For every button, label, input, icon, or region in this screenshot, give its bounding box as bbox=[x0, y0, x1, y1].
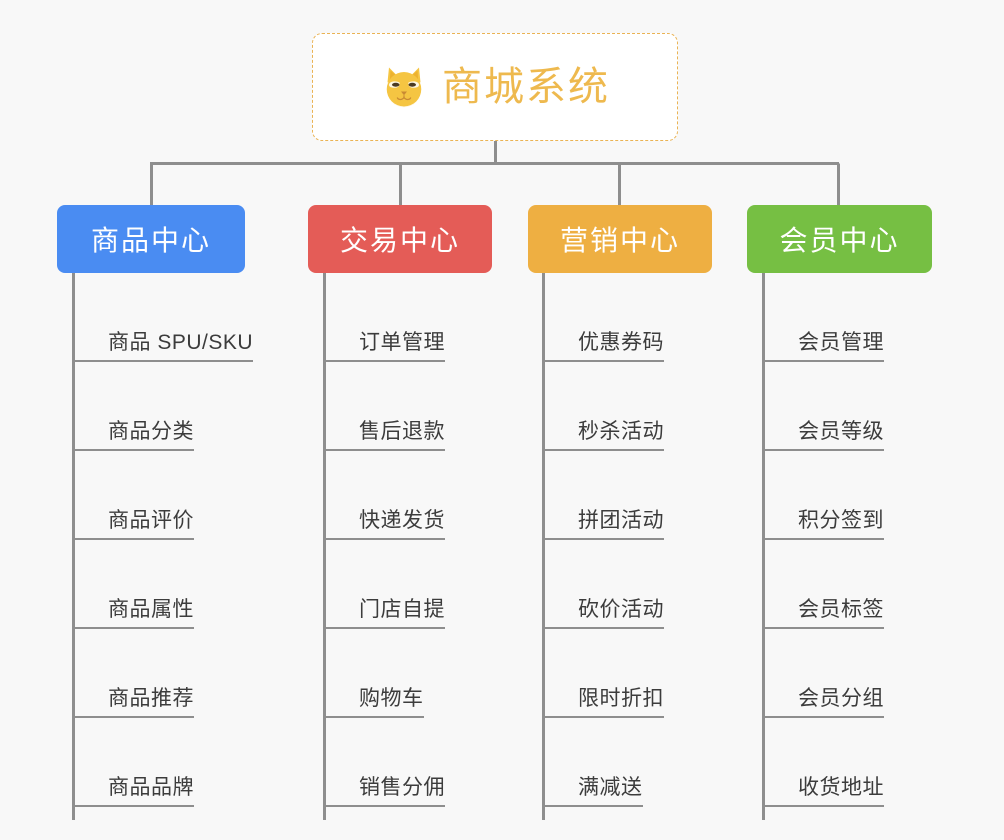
leaf-label: 优惠券码 bbox=[542, 331, 664, 362]
leaf-label: 会员管理 bbox=[762, 331, 884, 362]
leaf-item[interactable]: 优惠券码 bbox=[542, 273, 742, 362]
leaf-item[interactable]: 满减送 bbox=[542, 718, 742, 807]
trunk-line-1 bbox=[323, 273, 326, 820]
leaf-item[interactable]: 积分签到 bbox=[762, 451, 962, 540]
leaf-label: 限时折扣 bbox=[542, 687, 664, 718]
leaf-item[interactable]: 会员分组 bbox=[762, 629, 962, 718]
leaf-label: 会员等级 bbox=[762, 420, 884, 451]
leaf-label: 售后退款 bbox=[323, 420, 445, 451]
category-label-0: 商品中心 bbox=[90, 225, 211, 256]
shiba-dog-face-icon bbox=[386, 67, 422, 108]
leaf-item[interactable]: 商品分类 bbox=[72, 362, 272, 451]
leaf-label: 商品属性 bbox=[72, 598, 194, 629]
leaf-item[interactable]: 会员管理 bbox=[762, 273, 962, 362]
leaf-item[interactable]: 快递发货 bbox=[323, 451, 523, 540]
leaf-label: 商品 SPU/SKU bbox=[72, 331, 254, 362]
leaf-item[interactable]: 商品属性 bbox=[72, 540, 272, 629]
leaf-item[interactable]: 会员标签 bbox=[762, 540, 962, 629]
leaf-label: 快递发货 bbox=[323, 509, 445, 540]
category-box-0[interactable]: 商品中心 bbox=[57, 205, 245, 273]
category-label-3: 会员中心 bbox=[779, 225, 900, 256]
leaf-item[interactable]: 会员等级 bbox=[762, 362, 962, 451]
leaf-label: 订单管理 bbox=[323, 331, 445, 362]
leaf-column-3: 会员管理 会员等级 积分签到 会员标签 会员分组 收货地址 bbox=[762, 273, 962, 820]
leaf-item[interactable]: 购物车 bbox=[323, 629, 523, 718]
trunk-line-3 bbox=[762, 273, 765, 820]
leaf-label: 满减送 bbox=[542, 776, 643, 807]
leaf-item[interactable]: 门店自提 bbox=[323, 540, 523, 629]
category-box-3[interactable]: 会员中心 bbox=[747, 205, 932, 273]
leaf-item[interactable]: 商品评价 bbox=[72, 451, 272, 540]
leaf-label: 砍价活动 bbox=[542, 598, 664, 629]
leaf-column-2: 优惠券码 秒杀活动 拼团活动 砍价活动 限时折扣 满减送 bbox=[542, 273, 742, 820]
trunk-line-0 bbox=[72, 273, 75, 820]
leaf-item[interactable]: 售后退款 bbox=[323, 362, 523, 451]
leaf-item[interactable]: 商品品牌 bbox=[72, 718, 272, 807]
category-box-2[interactable]: 营销中心 bbox=[528, 205, 712, 273]
leaf-item[interactable]: 销售分佣 bbox=[323, 718, 523, 807]
leaf-label: 商品分类 bbox=[72, 420, 194, 451]
leaf-label: 商品推荐 bbox=[72, 687, 194, 718]
category-label-1: 交易中心 bbox=[339, 225, 460, 256]
leaf-label: 会员标签 bbox=[762, 598, 884, 629]
category-box-1[interactable]: 交易中心 bbox=[308, 205, 492, 273]
leaf-label: 秒杀活动 bbox=[542, 420, 664, 451]
leaf-label: 会员分组 bbox=[762, 687, 884, 718]
leaf-item[interactable]: 商品 SPU/SKU bbox=[72, 273, 272, 362]
leaf-item[interactable]: 秒杀活动 bbox=[542, 362, 742, 451]
category-label-2: 营销中心 bbox=[559, 225, 680, 256]
root-node[interactable]: 商城系统 bbox=[312, 33, 678, 141]
leaf-label: 商品评价 bbox=[72, 509, 194, 540]
leaf-label: 购物车 bbox=[323, 687, 424, 718]
leaf-label: 拼团活动 bbox=[542, 509, 664, 540]
leaf-label: 积分签到 bbox=[762, 509, 884, 540]
leaf-column-0: 商品 SPU/SKU 商品分类 商品评价 商品属性 商品推荐 商品品牌 bbox=[72, 273, 272, 820]
leaf-label: 商品品牌 bbox=[72, 776, 194, 807]
leaf-item[interactable]: 限时折扣 bbox=[542, 629, 742, 718]
trunk-line-2 bbox=[542, 273, 545, 820]
leaf-item[interactable]: 拼团活动 bbox=[542, 451, 742, 540]
root-title: 商城系统 bbox=[442, 65, 610, 109]
leaf-label: 门店自提 bbox=[323, 598, 445, 629]
leaf-item[interactable]: 砍价活动 bbox=[542, 540, 742, 629]
leaf-column-1: 订单管理 售后退款 快递发货 门店自提 购物车 销售分佣 bbox=[323, 273, 523, 820]
leaf-item[interactable]: 订单管理 bbox=[323, 273, 523, 362]
leaf-item[interactable]: 收货地址 bbox=[762, 718, 962, 807]
leaf-label: 收货地址 bbox=[762, 776, 884, 807]
leaf-item[interactable]: 商品推荐 bbox=[72, 629, 272, 718]
leaf-label: 销售分佣 bbox=[323, 776, 445, 807]
